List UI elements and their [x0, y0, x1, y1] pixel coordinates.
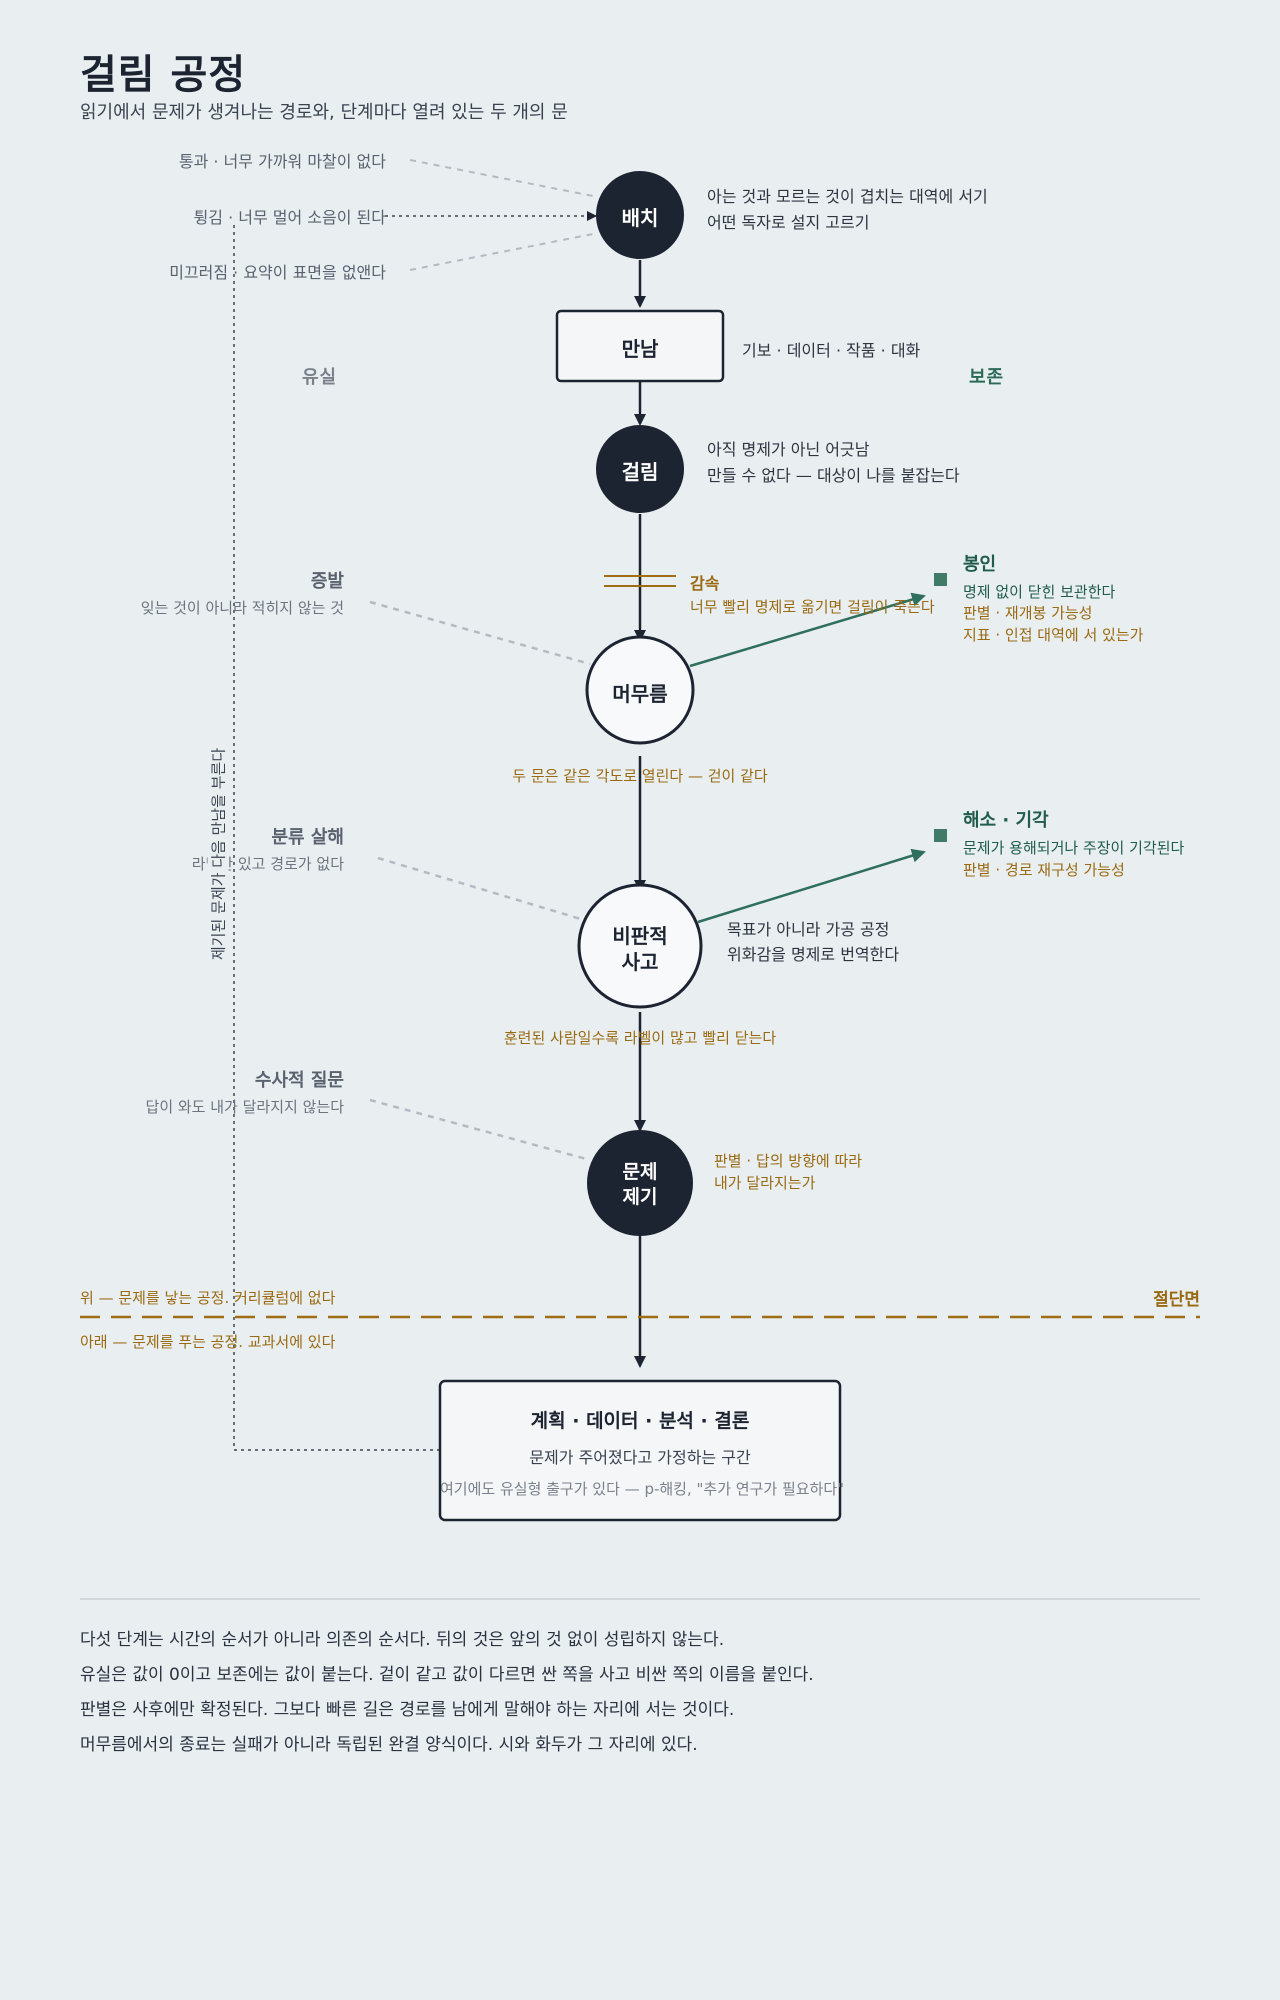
posing-node[interactable] — [587, 1130, 693, 1236]
critical-label-1: 비판적 — [612, 924, 668, 948]
catch-node[interactable] — [596, 425, 684, 513]
feedback-label: 제기된 문제가 다음 만남을 부른다 — [207, 745, 229, 963]
posing-note-1: 판별 · 답의 방향에 따라 — [714, 1152, 863, 1170]
rhetorical-title: 수사적 질문 — [254, 1070, 344, 1091]
dwell-label: 머무름 — [612, 682, 668, 706]
pass-through-line — [409, 159, 599, 198]
fail-pass-through: 통과 · 너무 가까워 마찰이 없다 — [178, 152, 386, 171]
dissection-line — [377, 856, 585, 922]
resolve-marker — [934, 829, 947, 842]
doors-note: 두 문은 같은 각도로 열린다 — 걷이 같다 — [512, 767, 768, 785]
footer-line-1: 다섯 단계는 시간의 순서가 아니라 의존의 순서다. 뒤의 것은 앞의 것 없… — [80, 1630, 725, 1650]
resolve-title: 해소 · 기각 — [963, 810, 1049, 831]
section-keep: 보존 — [969, 367, 1005, 388]
footer-line-2: 유실은 값이 0이고 보존에는 값이 붙는다. 겉이 같고 값이 다르면 싼 쪽… — [80, 1665, 814, 1685]
section-loss: 유실 — [302, 367, 338, 388]
decel-note: 너무 빨리 명제로 옮기면 걸림이 죽는다 — [690, 598, 935, 616]
placement-label: 배치 — [621, 206, 659, 230]
dissection-title: 분류 살해 — [271, 827, 344, 848]
placement-node[interactable] — [596, 171, 684, 259]
catch-label: 걸림 — [621, 460, 659, 484]
trained-note: 훈련된 사람일수록 라벨이 많고 빨리 닫는다 — [503, 1029, 777, 1047]
final-box[interactable] — [438, 1379, 842, 1522]
cut-above: 위 — 문제를 낳는 공정. 커리큘럼에 없다 — [80, 1289, 336, 1307]
resolve-line-1: 문제가 용해되거나 주장이 기각된다 — [963, 839, 1185, 857]
rhetorical-line — [369, 1098, 591, 1162]
resolve-line-2: 판별 · 경로 재구성 가능성 — [963, 861, 1125, 879]
evaporation-note: 잊는 것이 아니라 적히지 않는 것 — [140, 599, 344, 617]
fail-bounce: 튕김 · 너무 멀어 소음이 된다 — [193, 208, 386, 227]
rhetorical-note: 답이 와도 내가 달라지지 않는다 — [145, 1098, 344, 1116]
slip-line — [409, 232, 599, 271]
final-note: 여기에도 유실형 출구가 있다 — p-해킹, "추가 연구가 필요하다" — [440, 1480, 845, 1498]
catch-note-1: 아직 명제가 아닌 어긋남 — [707, 440, 870, 459]
catch-note-2: 만들 수 없다 — 대상이 나를 붙잡는다 — [707, 466, 960, 485]
cut-below: 아래 — 문제를 푸는 공정. 교과서에 있다 — [80, 1333, 336, 1351]
placement-note-2: 어떤 독자로 설지 고르기 — [707, 213, 870, 232]
final-title: 계획 · 데이터 · 분석 · 결론 — [530, 1410, 750, 1432]
cut-label: 절단면 — [1153, 1290, 1200, 1310]
posing-label-1: 문제 — [622, 1161, 658, 1183]
seal-line-2: 판별 · 재개봉 가능성 — [963, 604, 1093, 622]
critical-node[interactable] — [577, 883, 703, 1009]
dwell-node[interactable] — [585, 635, 695, 745]
evaporation-title: 증발 — [310, 571, 344, 592]
dissection-note: 라벨만 있고 경로가 없다 — [191, 855, 344, 873]
encounter-node[interactable] — [555, 309, 725, 383]
seal-title: 봉인 — [963, 554, 997, 575]
seal-line-3: 지표 · 인접 대역에 서 있는가 — [963, 626, 1144, 644]
seal-line-1: 명제 없이 닫힌 보관한다 — [963, 583, 1116, 601]
resolve-arrow — [697, 848, 926, 924]
page-title: 걸림 공정 — [80, 52, 247, 98]
footer-line-4: 머무름에서의 종료는 실패가 아니라 독립된 완결 양식이다. 시와 화두가 그… — [80, 1735, 698, 1755]
posing-label-2: 제기 — [622, 1186, 658, 1208]
encounter-note: 기보 · 데이터 · 작품 · 대화 — [742, 341, 921, 360]
footer-line-3: 판별은 사후에만 확정된다. 그보다 빠른 길은 경로를 남에게 말해야 하는 … — [80, 1700, 735, 1720]
final-sub: 문제가 주어졌다고 가정하는 구간 — [529, 1448, 751, 1467]
critical-note-2: 위화감을 명제로 번역한다 — [727, 945, 900, 964]
feedback-loop-path — [233, 224, 440, 1451]
fail-slip: 미끄러짐 · 요약이 표면을 없앤다 — [169, 263, 386, 282]
posing-note-2: 내가 달라지는가 — [714, 1174, 816, 1192]
critical-label-2: 사고 — [621, 950, 659, 974]
decel-title: 감속 — [690, 574, 720, 593]
seal-marker — [934, 573, 947, 586]
placement-note-1: 아는 것과 모르는 것이 겹치는 대역에 서기 — [707, 187, 988, 206]
critical-note-1: 목표가 아니라 가공 공정 — [727, 920, 890, 939]
evaporation-line — [369, 600, 591, 666]
page-subtitle: 읽기에서 문제가 생겨나는 경로와, 단계마다 열려 있는 두 개의 문 — [80, 102, 568, 123]
seal-arrow — [689, 592, 926, 668]
encounter-label: 만남 — [621, 337, 659, 361]
